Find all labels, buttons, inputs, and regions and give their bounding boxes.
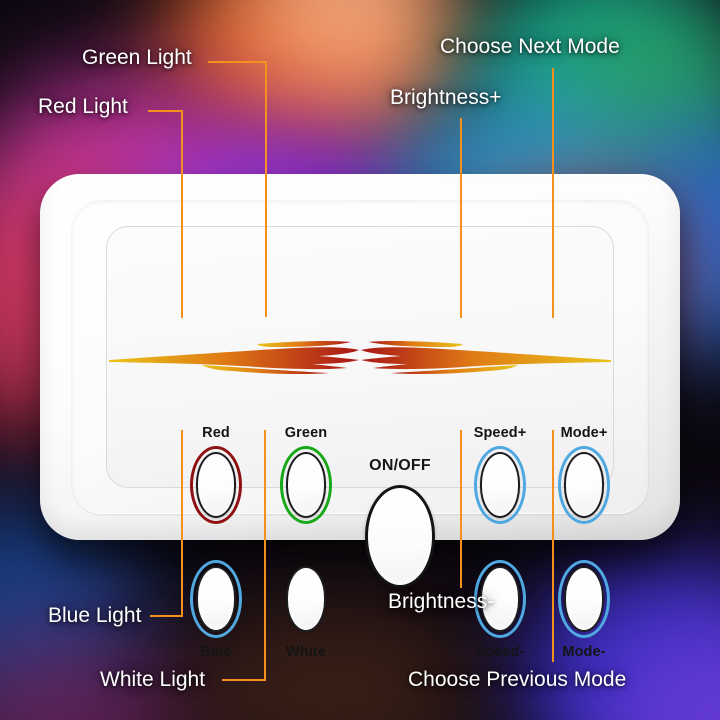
button-label-speed-minus: Speed- <box>475 644 525 660</box>
button-ring-speed-minus <box>474 560 526 638</box>
leader-line-v-choose-next-mode <box>552 68 554 318</box>
button-label-blue: Blue <box>200 644 232 660</box>
button-cap-speed-minus[interactable] <box>480 566 520 632</box>
annotation-label-blue-light: Blue Light <box>48 604 142 627</box>
button-speed-minus[interactable]: Speed- <box>474 560 526 660</box>
flame-decal-svg <box>109 340 611 375</box>
leader-line-v-brightness-minus <box>460 430 462 588</box>
leader-line-v-green-light <box>265 61 267 317</box>
button-red[interactable]: Red <box>190 425 242 524</box>
button-blue[interactable]: Blue <box>190 560 242 660</box>
button-ring-blue <box>190 560 242 638</box>
onoff-label: ON/OFF <box>369 457 431 474</box>
button-cap-red[interactable] <box>196 452 236 518</box>
button-ring-mode-minus <box>558 560 610 638</box>
leader-line-v-blue-light <box>181 430 183 616</box>
button-label-mode-plus: Mode+ <box>560 425 608 441</box>
onoff-button[interactable] <box>365 485 435 588</box>
annotation-label-brightness-minus: Brightness- <box>388 590 495 613</box>
annotation-label-choose-previous-mode: Choose Previous Mode <box>408 668 627 691</box>
leader-line-v-choose-previous-mode <box>552 430 554 662</box>
button-cap-blue[interactable] <box>196 566 236 632</box>
leader-line-h-white-light <box>222 679 266 681</box>
button-white[interactable]: White <box>280 560 332 660</box>
button-green[interactable]: Green <box>280 425 332 524</box>
button-ring-speed-plus <box>474 446 526 524</box>
button-label-mode-minus: Mode- <box>562 644 606 660</box>
leader-line-h-red-light <box>148 110 183 112</box>
leader-line-v-white-light <box>264 430 266 680</box>
annotation-label-red-light: Red Light <box>38 95 128 118</box>
button-ring-red <box>190 446 242 524</box>
leader-line-h-blue-light <box>150 615 183 617</box>
button-label-speed-plus: Speed+ <box>473 425 527 441</box>
annotation-label-white-light: White Light <box>100 668 206 691</box>
button-speed-plus[interactable]: Speed+ <box>474 425 526 524</box>
leader-line-v-red-light <box>181 110 183 318</box>
leader-line-h-green-light <box>208 61 266 63</box>
annotation-label-choose-next-mode: Choose Next Mode <box>440 35 620 58</box>
panel-keyplate <box>106 226 614 488</box>
button-cap-speed-plus[interactable] <box>480 452 520 518</box>
button-cap-mode-plus[interactable] <box>564 452 604 518</box>
button-label-green: Green <box>284 425 328 441</box>
button-ring-mode-plus <box>558 446 610 524</box>
flame-decal <box>107 327 613 387</box>
button-mode-minus[interactable]: Mode- <box>558 560 610 660</box>
button-label-white: White <box>286 644 326 660</box>
button-cap-mode-minus[interactable] <box>564 566 604 632</box>
annotation-label-brightness-plus: Brightness+ <box>390 86 502 109</box>
leader-line-v-brightness-plus <box>460 118 462 318</box>
button-mode-plus[interactable]: Mode+ <box>558 425 610 524</box>
button-cap-green[interactable] <box>286 452 326 518</box>
annotation-label-green-light: Green Light <box>82 46 192 69</box>
button-cap-white[interactable] <box>286 566 326 632</box>
button-label-red: Red <box>202 425 230 441</box>
button-ring-green <box>280 446 332 524</box>
